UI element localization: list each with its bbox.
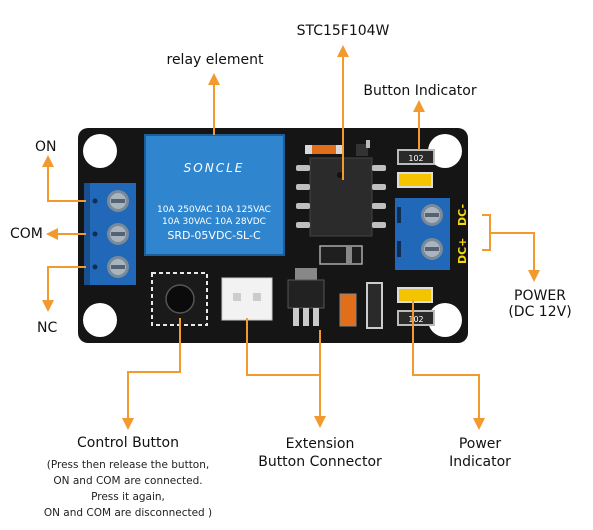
svg-text:102: 102 [408,154,423,163]
button-indicator-label: Button Indicator [363,83,477,99]
dc-minus-label: DC- [456,204,469,226]
diode [319,245,363,265]
power-indicator-label: Power Indicator [449,436,511,470]
power-indicator-led [397,287,433,303]
relay-spec-2: 10A 30VAC 10A 28VDC [162,217,266,227]
nc-label: NC [37,320,58,336]
control-button-label: Control Button [58,435,198,451]
power-voltage-label: (DC 12V) [508,304,572,320]
com-label: COM [10,226,43,242]
extension-connector [221,277,273,321]
power-terminal-block [395,198,450,270]
dc-plus-label: DC+ [456,238,469,264]
relay-element-label: relay element [166,52,264,68]
resistor-top [397,149,435,165]
stc15f104w-label: STC15F104W [296,23,390,39]
control-button-title: Control Button [77,435,179,451]
control-button-description: (Press then release the button, ON and C… [43,459,213,519]
relay-brand: SONCLE [184,161,245,175]
voltage-regulator [295,268,317,280]
resistor-bottom [397,310,435,326]
button-indicator-led [397,172,433,188]
power-label: POWER [514,288,566,304]
extension-connector-label: Extension Button Connector [258,436,382,470]
relay-model: SRD-05VDC-SL-C [167,229,261,242]
mounting-hole [428,303,462,337]
mounting-hole [83,303,117,337]
mounting-hole [428,134,462,168]
relay-body [144,134,285,256]
mounting-hole [83,134,117,168]
control-button-cap [165,284,195,314]
svg-text:102: 102 [408,315,423,324]
relay-spec-1: 10A 250VAC 10A 125VAC [157,205,271,215]
on-label: ON [35,139,57,155]
stc15f104w-chip [309,157,373,237]
